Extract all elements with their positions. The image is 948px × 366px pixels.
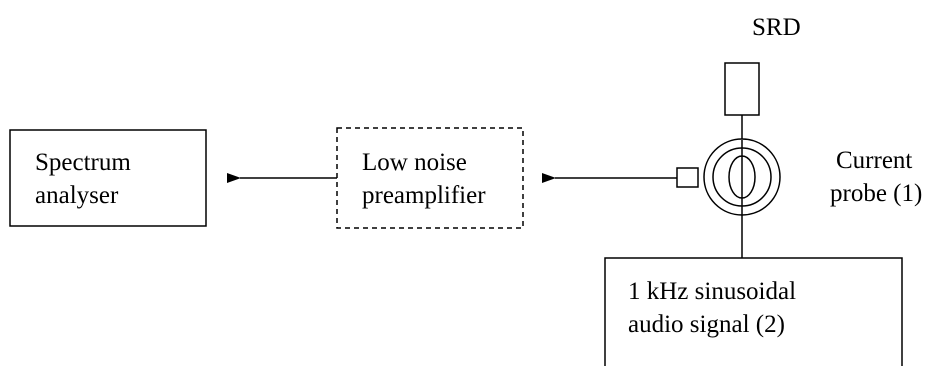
preamplifier-box [336, 127, 524, 229]
audio-source-label-line2: audio signal (2) [628, 311, 785, 338]
spectrum-analyser-label-line1: Spectrum [35, 149, 131, 176]
audio-source-box [604, 257, 903, 366]
spectrum-analyser-label-line2: analyser [35, 182, 119, 209]
audio-source-label-line1: 1 kHz sinusoidal [628, 278, 796, 305]
preamplifier-block: Low noise preamplifier [336, 127, 524, 229]
probe-connector [676, 167, 699, 188]
current-probe-label-line2: probe (1) [830, 180, 922, 207]
preamplifier-label-line1: Low noise [362, 149, 467, 176]
current-probe-label-line1: Current [836, 147, 912, 174]
spectrum-analyser-block: Spectrum analyser [9, 129, 207, 227]
srd-box [724, 62, 760, 116]
audio-source-block: 1 kHz sinusoidal audio signal (2) [604, 257, 903, 366]
preamplifier-label-line2: preamplifier [362, 182, 486, 209]
spectrum-analyser-box [9, 129, 207, 227]
srd-label: SRD [752, 14, 801, 41]
